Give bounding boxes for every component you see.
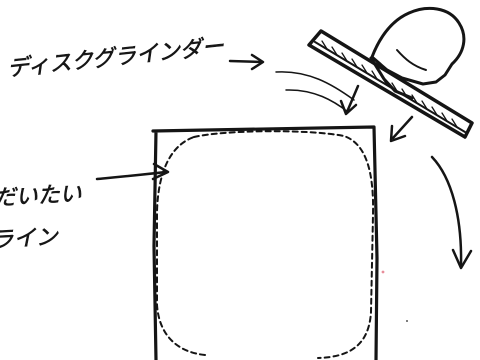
rounded-cut-line [157,131,373,358]
grinder-disc [315,42,465,132]
pink-speck [382,271,385,274]
grinder-down-arrow [341,86,358,114]
grinder-motor-housing [372,8,464,84]
sweep-arrow [432,157,471,268]
label-to-line-arrow [97,164,168,179]
rough-line-label-top: だいたい [0,182,82,212]
disc-to-corner-arrow [391,117,412,141]
disc-grinder [309,8,472,137]
disc-grinder-label: ディスクグラインダー [6,34,226,82]
workpiece-square [153,127,377,360]
label-to-grinder-arrow [230,55,263,69]
ink-dot [406,320,408,322]
rough-line-label-bottom: ライン [0,225,60,254]
